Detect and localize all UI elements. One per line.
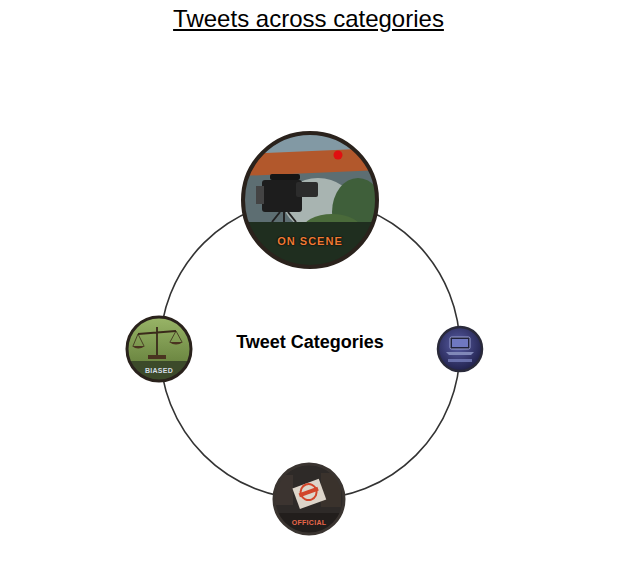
- icon-picture: [240, 130, 380, 270]
- category-icon: OFFICIAL: [271, 461, 347, 537]
- record-dot: [334, 151, 343, 160]
- camera-lens: [296, 182, 318, 197]
- icon-picture: [124, 314, 194, 384]
- stamp-symbol: [292, 479, 326, 509]
- picture-ground: [124, 314, 194, 384]
- stamp-ring: [298, 482, 319, 503]
- category-label: OFFICIAL: [292, 519, 327, 527]
- picture-ground: [271, 461, 347, 537]
- diagram-title: Tweets across categories: [0, 0, 617, 33]
- category-ring: [160, 199, 460, 499]
- scales-pan: [132, 346, 145, 349]
- scales-symbol: [132, 327, 183, 359]
- tripod: [272, 212, 296, 222]
- scales-pan: [169, 342, 183, 345]
- node-outline: [240, 130, 380, 270]
- camera-handle: [270, 174, 300, 180]
- scales-strings: [133, 331, 182, 346]
- stamp-bar: [299, 487, 319, 498]
- category-label: ON SCENE: [277, 235, 342, 248]
- icon-border: [243, 133, 377, 267]
- scales-base: [148, 355, 166, 359]
- category-icon: ON SCENE: [240, 130, 380, 270]
- icon-picture: [271, 461, 347, 537]
- shelf: [275, 475, 293, 505]
- camera-panel: [256, 186, 264, 204]
- category-icon: BIASED: [124, 314, 194, 384]
- icon-border: [274, 464, 344, 534]
- center-label: Tweet Categories: [236, 332, 384, 354]
- category-label: BIASED: [145, 367, 173, 375]
- paper: [292, 479, 326, 509]
- icon-border: [127, 317, 191, 381]
